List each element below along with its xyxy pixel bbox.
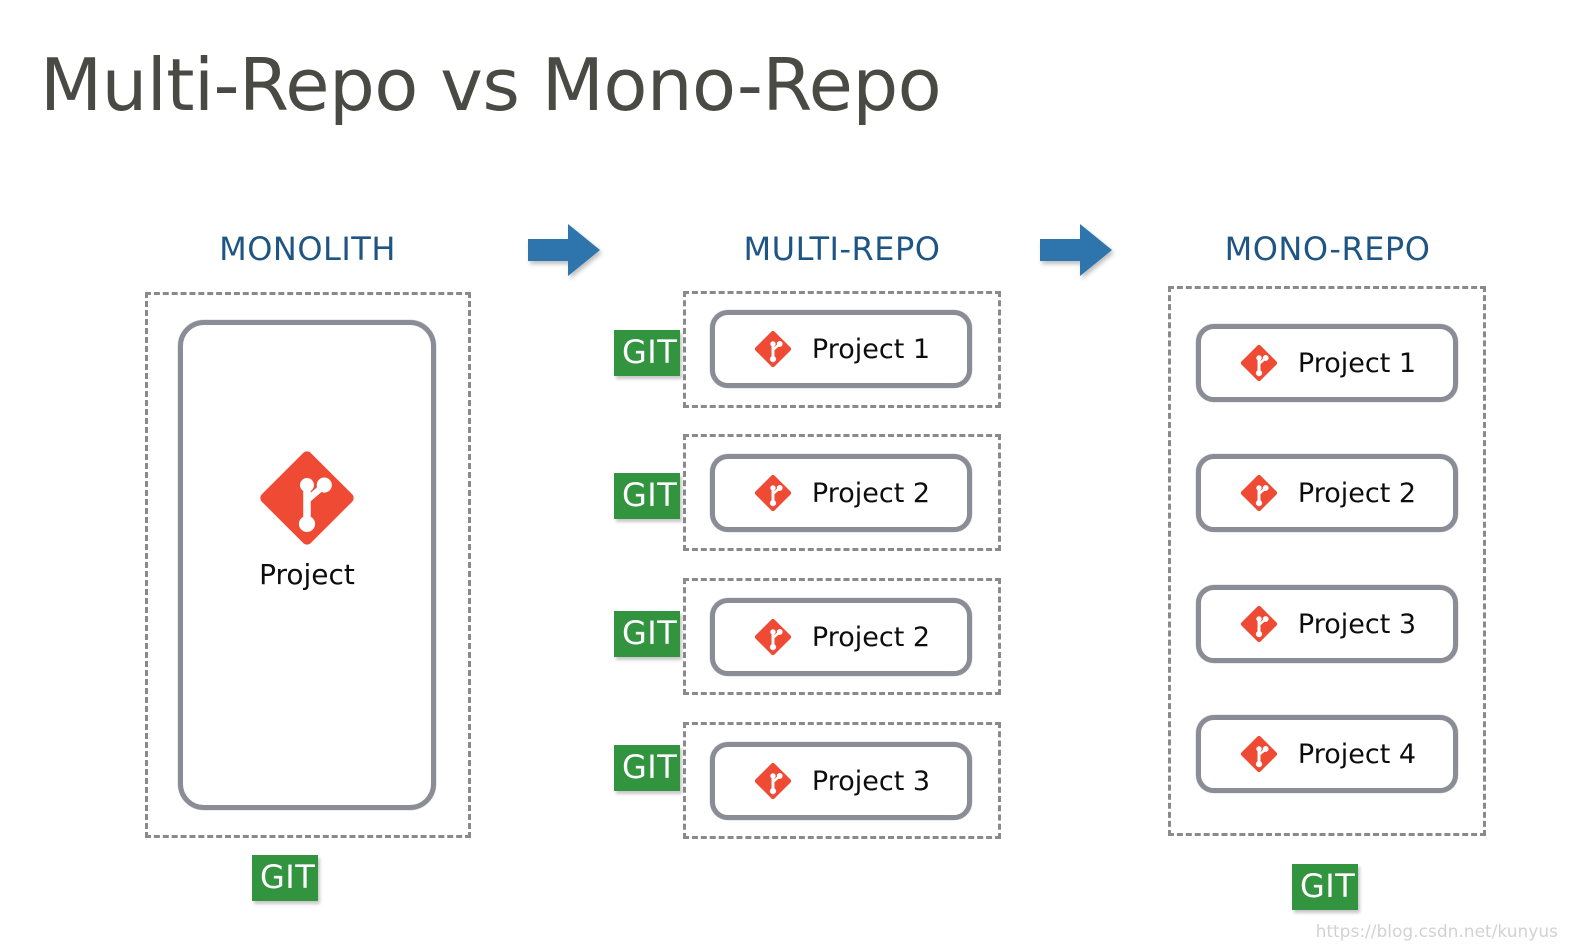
project-label: Project 2 [811, 477, 931, 509]
project-label: Project 1 [811, 333, 931, 365]
git-logo-icon [754, 618, 792, 656]
project-label: Project 2 [1297, 477, 1417, 509]
project-box[interactable]: Project 1 [710, 310, 972, 388]
monorepo-boundary [1168, 286, 1486, 836]
git-badge-multirepo: GIT [614, 745, 680, 791]
monolith-project-label: Project [259, 558, 355, 591]
git-badge-monorepo: GIT [1292, 864, 1358, 910]
git-logo-icon [1240, 605, 1278, 643]
monolith-project-box[interactable] [178, 320, 436, 810]
git-logo-icon [754, 762, 792, 800]
project-box[interactable]: Project 2 [710, 454, 972, 532]
multirepo-boundary [683, 291, 1001, 408]
project-label: Project 3 [811, 765, 931, 797]
git-logo-icon [754, 330, 792, 368]
project-box[interactable]: Project 3 [710, 742, 972, 820]
monolith-repo-boundary [145, 292, 471, 838]
project-box[interactable]: Project 1 [1196, 324, 1458, 402]
git-badge-multirepo: GIT [614, 330, 680, 376]
git-logo-icon [260, 451, 354, 545]
project-label: Project 1 [1297, 347, 1417, 379]
project-box[interactable]: Project 3 [1196, 585, 1458, 663]
watermark: https://blog.csdn.net/kunyus [1315, 922, 1558, 942]
git-logo-icon [1240, 474, 1278, 512]
right-arrow-icon [1040, 224, 1112, 276]
project-label: Project 2 [811, 621, 931, 653]
project-box[interactable]: Project 4 [1196, 715, 1458, 793]
git-logo-icon [1240, 735, 1278, 773]
project-label: Project 4 [1297, 738, 1417, 770]
right-arrow-icon [528, 224, 600, 276]
page-title: Multi-Repo vs Mono-Repo [40, 43, 942, 127]
project-box[interactable]: Project 2 [1196, 454, 1458, 532]
column-header-monolith: MONOLITH [219, 230, 396, 268]
project-label: Project 3 [1297, 608, 1417, 640]
git-badge-monolith: GIT [252, 855, 318, 901]
column-header-multirepo: MULTI-REPO [743, 230, 941, 268]
multirepo-boundary [683, 434, 1001, 551]
multirepo-boundary [683, 578, 1001, 695]
multirepo-boundary [683, 722, 1001, 839]
git-logo-icon [754, 474, 792, 512]
git-logo-icon [1240, 344, 1278, 382]
project-box[interactable]: Project 2 [710, 598, 972, 676]
git-badge-multirepo: GIT [614, 611, 680, 657]
git-badge-multirepo: GIT [614, 473, 680, 519]
column-header-monorepo: MONO-REPO [1224, 230, 1431, 268]
